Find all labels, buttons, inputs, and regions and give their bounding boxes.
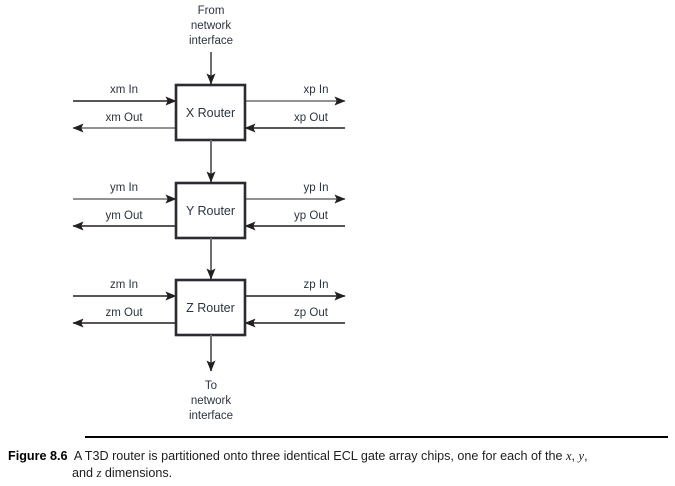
box-z-router — [174, 278, 247, 337]
caption-variable-x: x — [565, 449, 572, 463]
label-zp-out: zp Out — [294, 307, 329, 319]
label-xp-in: xp In — [304, 84, 329, 96]
box-y-router — [174, 181, 247, 240]
label-z-router: Z Router — [186, 301, 235, 315]
label-y-router: Y Router — [186, 204, 235, 218]
to-network-interface-label: To network interface — [189, 380, 233, 422]
label-ym-out: ym Out — [105, 210, 143, 222]
from-network-line2: network — [191, 20, 232, 32]
from-network-line1: From — [198, 5, 225, 17]
box-x-router — [174, 83, 247, 142]
z-router-group: zm In zm Out zp In zp Out Z Router — [72, 278, 346, 337]
to-network-line2: network — [191, 395, 232, 407]
label-yp-in: yp In — [304, 182, 329, 194]
from-network-line3: interface — [189, 35, 233, 47]
label-ym-in: ym In — [110, 182, 138, 194]
caption-variable-z: z — [96, 466, 102, 480]
caption-figure-number: Figure 8.6 — [8, 449, 68, 463]
caption-divider — [85, 436, 668, 438]
caption-sentence-part-1: A T3D router is partitioned onto three i… — [73, 449, 566, 463]
figure-caption: Figure 8.6 A T3D router is partitioned o… — [8, 448, 670, 482]
label-zm-out: zm Out — [105, 307, 143, 319]
t3d-router-diagram: From network interface xm In xm Out xp I… — [72, 5, 346, 422]
caption-sentence-part-3: dimensions. — [101, 466, 173, 480]
label-zm-in: zm In — [110, 279, 138, 291]
label-x-router: X Router — [186, 106, 235, 120]
caption-sentence-part-2: and — [72, 466, 97, 480]
label-xm-in: xm In — [110, 84, 138, 96]
to-network-line3: interface — [189, 410, 233, 422]
x-router-group: xm In xm Out xp In xp Out X Router — [72, 83, 346, 142]
label-zp-in: zp In — [304, 279, 329, 291]
label-xp-out: xp Out — [294, 112, 329, 124]
caption-separator-1: , — [571, 449, 579, 463]
y-router-group: ym In ym Out yp In yp Out Y Router — [72, 181, 346, 240]
caption-variable-y: y — [578, 449, 585, 463]
label-xm-out: xm Out — [105, 112, 143, 124]
label-yp-out: yp Out — [294, 210, 329, 222]
from-network-interface-label: From network interface — [189, 5, 233, 47]
caption-separator-2: , — [584, 449, 588, 463]
to-network-line1: To — [205, 380, 217, 392]
